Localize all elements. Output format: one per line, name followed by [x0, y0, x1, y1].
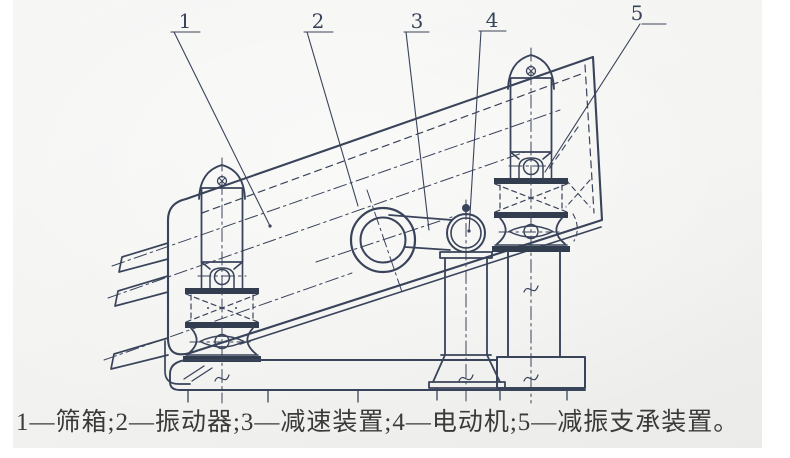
anchor-ticks: [187, 388, 568, 403]
callout-3-number: 3: [411, 9, 424, 33]
right-support-column: [496, 251, 586, 389]
callout-4-number: 4: [486, 8, 499, 32]
callout-3: 3: [403, 9, 430, 231]
callout-4: 4: [468, 8, 507, 232]
feed-end-brackets: [110, 242, 169, 370]
callout-5-number: 5: [631, 1, 644, 25]
callout-2: 2: [303, 9, 359, 207]
centerlines: [189, 47, 564, 404]
callout-2-number: 2: [312, 9, 325, 33]
vibrator: [315, 189, 453, 293]
book-page-photo: [13, 0, 762, 448]
callouts: 1 2 3 4 5: [170, 1, 667, 232]
figure-caption: 1—筛箱;2—振动器;3—减速装置;4—电动机;5—减振支承装置。: [16, 409, 740, 436]
base-rail: [169, 359, 586, 391]
callout-1: 1: [170, 9, 272, 228]
screen-box: [103, 55, 604, 385]
reduction-drive: [388, 214, 453, 251]
callout-5: 5: [544, 1, 667, 173]
callout-1-number: 1: [179, 9, 192, 33]
